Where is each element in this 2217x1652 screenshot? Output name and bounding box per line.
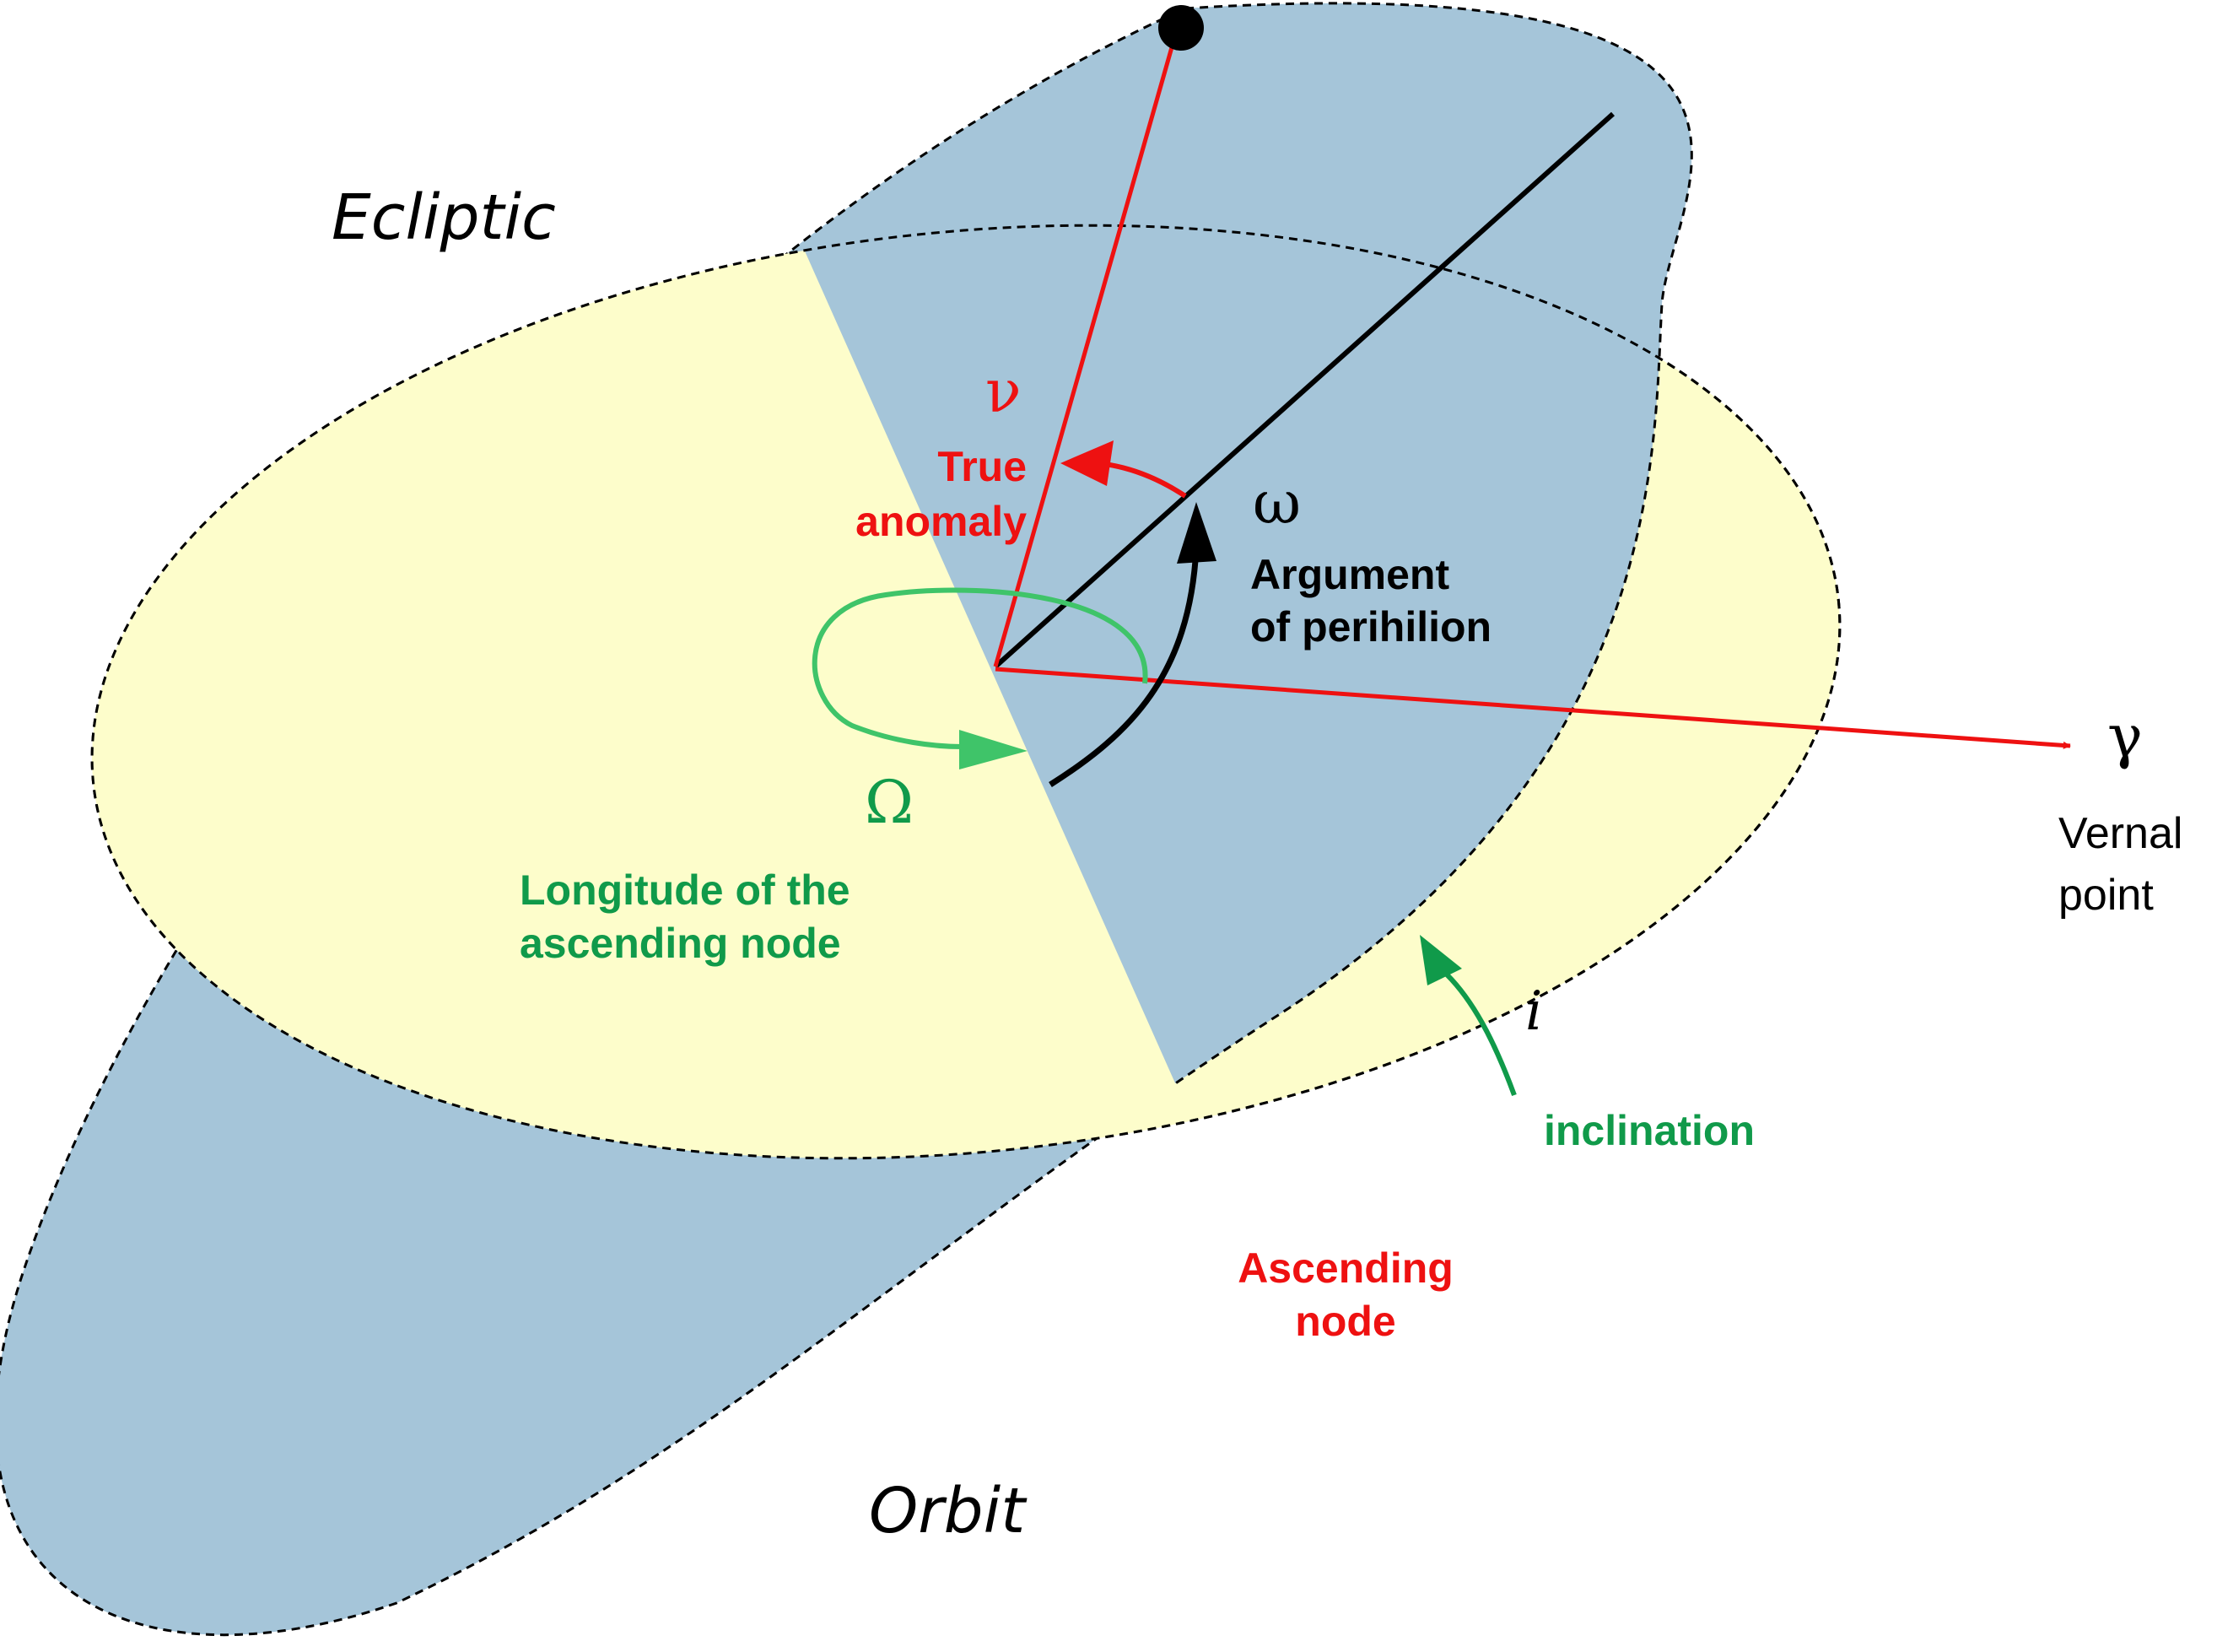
ecliptic-outline: [90, 224, 1842, 1160]
argument-of-perihelion-arrowhead: [1177, 502, 1216, 564]
planet-dot: [1158, 5, 1204, 51]
vernal-point-label-line1: Vernal: [2058, 809, 2182, 858]
orbit-label: Orbit: [869, 1475, 1028, 1547]
inclination-label: inclination: [1544, 1107, 1755, 1154]
longitude-node-arrowhead: [959, 730, 1028, 769]
longitude-node-symbol: Ω: [865, 768, 914, 837]
vernal-point-label-line2: point: [2058, 871, 2154, 920]
longitude-node-arc: [812, 587, 1148, 749]
ascending-node-label-line2: node: [1295, 1298, 1395, 1345]
true-anomaly-arrowhead: [1060, 440, 1114, 486]
longitude-node-label-line2: ascending node: [520, 920, 841, 967]
inclination-arc: [1444, 972, 1517, 1097]
argument-of-perihelion-arc: [1049, 548, 1200, 787]
longitude-node-label-line1: Longitude of the: [520, 866, 850, 914]
argument-of-perihelion-symbol: ω: [1253, 468, 1301, 537]
apsidal-line: [993, 111, 1616, 669]
true-anomaly-label-line1: True: [937, 443, 1027, 490]
true-anomaly-label-line2: anomaly: [855, 498, 1027, 545]
argument-of-perihelion-label-line1: Argument: [1250, 551, 1449, 598]
inclination-arrowhead: [1420, 935, 1462, 985]
inclination-symbol: i: [1525, 980, 1542, 1043]
argument-of-perihelion-label-line2: of perihilion: [1250, 603, 1491, 651]
true-anomaly-symbol: ν: [985, 357, 1022, 426]
ecliptic-label: Ecliptic: [332, 181, 556, 254]
vernal-point-symbol: γ: [2107, 702, 2143, 771]
radius-vector-line: [993, 29, 1179, 667]
vernal-direction-arrow: [995, 667, 2071, 749]
ascending-node-label-line1: Ascending: [1238, 1244, 1454, 1292]
